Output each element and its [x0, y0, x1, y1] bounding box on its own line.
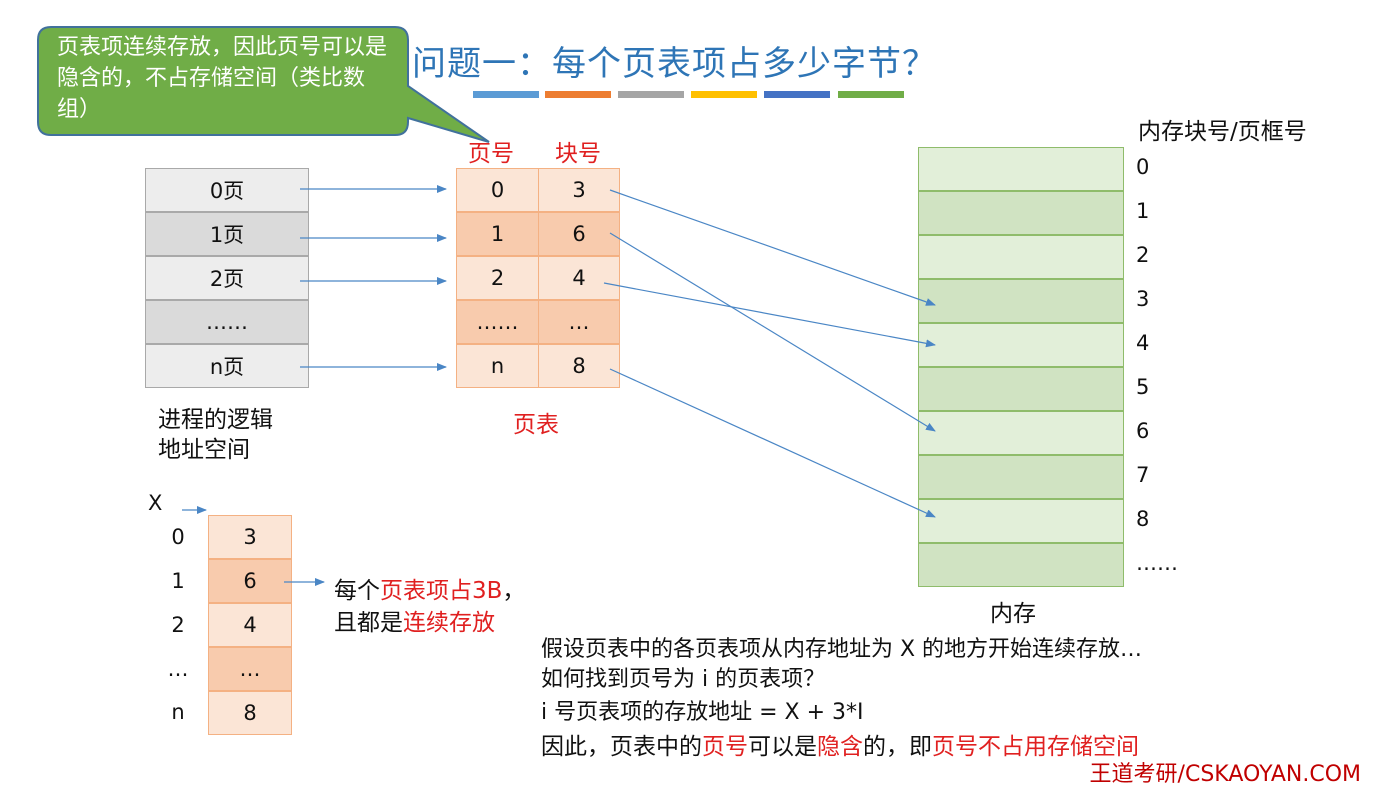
note-highlight: 页号不占用存储空间 — [932, 734, 1139, 760]
memory-frame — [918, 191, 1124, 235]
memory-frame — [918, 279, 1124, 323]
note-text: 每个 — [334, 578, 380, 604]
logical-page-label: 2页 — [209, 267, 245, 291]
frame-number-ellipsis: …… — [1136, 551, 1178, 575]
logical-page-2: 2页 — [145, 256, 309, 300]
page-table-label: 页表 — [513, 412, 559, 438]
note-line-3: i 号页表项的存放地址 = X + 3*I — [541, 700, 864, 725]
title-bar-5 — [764, 91, 830, 98]
frame-number-3: 3 — [1136, 287, 1150, 311]
note-line-2: 如何找到页号为 i 的页表项？ — [541, 667, 826, 692]
pt-page-1: 1 — [456, 212, 539, 256]
x-index-ellipsis: … — [167, 657, 189, 681]
memory-header: 内存块号/页框号 — [1138, 119, 1307, 145]
frame-number-7: 7 — [1136, 463, 1150, 487]
logical-page-label: …… — [206, 310, 248, 334]
logical-label-line2: 地址空间 — [158, 437, 250, 463]
brand-footer: 王道考研/CSKAOYAN.COM — [1089, 762, 1361, 787]
callout-shape — [37, 26, 490, 143]
note-text: 可以是 — [748, 734, 817, 760]
note-text: 且都是 — [334, 610, 403, 636]
block-number-header: 块号 — [555, 141, 601, 167]
note-highlight: 页号 — [702, 734, 748, 760]
title-bar-4 — [691, 91, 757, 98]
arrow-pt1-to-frame6 — [609, 232, 936, 432]
logical-label-line1: 进程的逻辑 — [158, 407, 273, 433]
pt-page-0: 0 — [456, 168, 539, 212]
x-table-cell: 3 — [208, 515, 292, 559]
callout-bubble: 页表项连续存放，因此页号可以是隐含的，不占存储空间（类比数组） — [37, 26, 490, 143]
note-text: 的，即 — [863, 734, 932, 760]
logical-page-n: n页 — [145, 344, 309, 388]
note-highlight: 页表项占3B — [380, 578, 503, 604]
x-index-2: 2 — [171, 613, 185, 637]
pt-page-n: n — [456, 344, 539, 388]
logical-page-label: n页 — [209, 355, 245, 379]
note-line-4: 因此，页表中的页号可以是隐含的，即页号不占用存储空间 — [541, 727, 1139, 761]
frame-number-1: 1 — [1136, 199, 1150, 223]
pt-block-1: 6 — [538, 212, 620, 256]
x-table-cell: … — [208, 647, 292, 691]
memory-frame — [918, 543, 1124, 587]
frame-number-2: 2 — [1136, 243, 1150, 267]
x-table-cell: 4 — [208, 603, 292, 647]
logical-page-label: 0页 — [209, 179, 245, 203]
x-table-cell: 8 — [208, 691, 292, 735]
pt-block-2: 4 — [538, 256, 620, 300]
x-table-cell: 6 — [208, 559, 292, 603]
note-text: 因此，页表中的 — [541, 734, 702, 760]
note-text: ， — [502, 578, 526, 604]
pt-block-n: 8 — [538, 344, 620, 388]
frame-number-0: 0 — [1136, 155, 1150, 179]
pt-page-ellipsis: …… — [456, 300, 539, 344]
callout-text: 页表项连续存放，因此页号可以是隐含的，不占存储空间（类比数组） — [57, 35, 388, 122]
memory-frame — [918, 499, 1124, 543]
note-highlight: 连续存放 — [403, 610, 495, 636]
pt-page-2: 2 — [456, 256, 539, 300]
memory-frame — [918, 235, 1124, 279]
logical-page-0: 0页 — [145, 168, 309, 212]
logical-page-ellipsis: …… — [145, 300, 309, 344]
title-bar-3 — [618, 91, 684, 98]
entry-size-note-line2: 且都是连续存放 — [334, 603, 495, 637]
memory-frame — [918, 455, 1124, 499]
memory-frame — [918, 323, 1124, 367]
pt-block-ellipsis: … — [538, 300, 620, 344]
note-line-1: 假设页表中的各页表项从内存地址为 X 的地方开始连续存放… — [541, 637, 1143, 662]
x-index-1: 1 — [171, 569, 185, 593]
logical-page-1: 1页 — [145, 212, 309, 256]
page-number-header: 页号 — [468, 141, 514, 167]
arrow-pt2-to-frame4 — [603, 282, 936, 348]
arrow-ptn-to-frame8 — [609, 368, 936, 518]
note-highlight: 隐含 — [817, 734, 863, 760]
memory-frame — [918, 411, 1124, 455]
frame-number-4: 4 — [1136, 331, 1150, 355]
frame-number-5: 5 — [1136, 375, 1150, 399]
pt-block-0: 3 — [538, 168, 620, 212]
memory-frame — [918, 147, 1124, 191]
x-label: X — [148, 491, 163, 515]
x-index-n: n — [171, 700, 185, 724]
frame-number-6: 6 — [1136, 419, 1150, 443]
logical-page-label: 1页 — [209, 223, 245, 247]
title-bar-2 — [545, 91, 611, 98]
frame-number-8: 8 — [1136, 507, 1150, 531]
title-bar-1 — [473, 91, 539, 98]
page-title: 问题一：每个页表项占多少字节？ — [412, 44, 937, 84]
memory-frame — [918, 367, 1124, 411]
arrow-pt0-to-frame3 — [609, 189, 936, 306]
memory-label: 内存 — [990, 601, 1036, 627]
x-index-0: 0 — [171, 525, 185, 549]
title-bar-6 — [838, 91, 904, 98]
entry-size-note-line1: 每个页表项占3B， — [334, 571, 525, 605]
